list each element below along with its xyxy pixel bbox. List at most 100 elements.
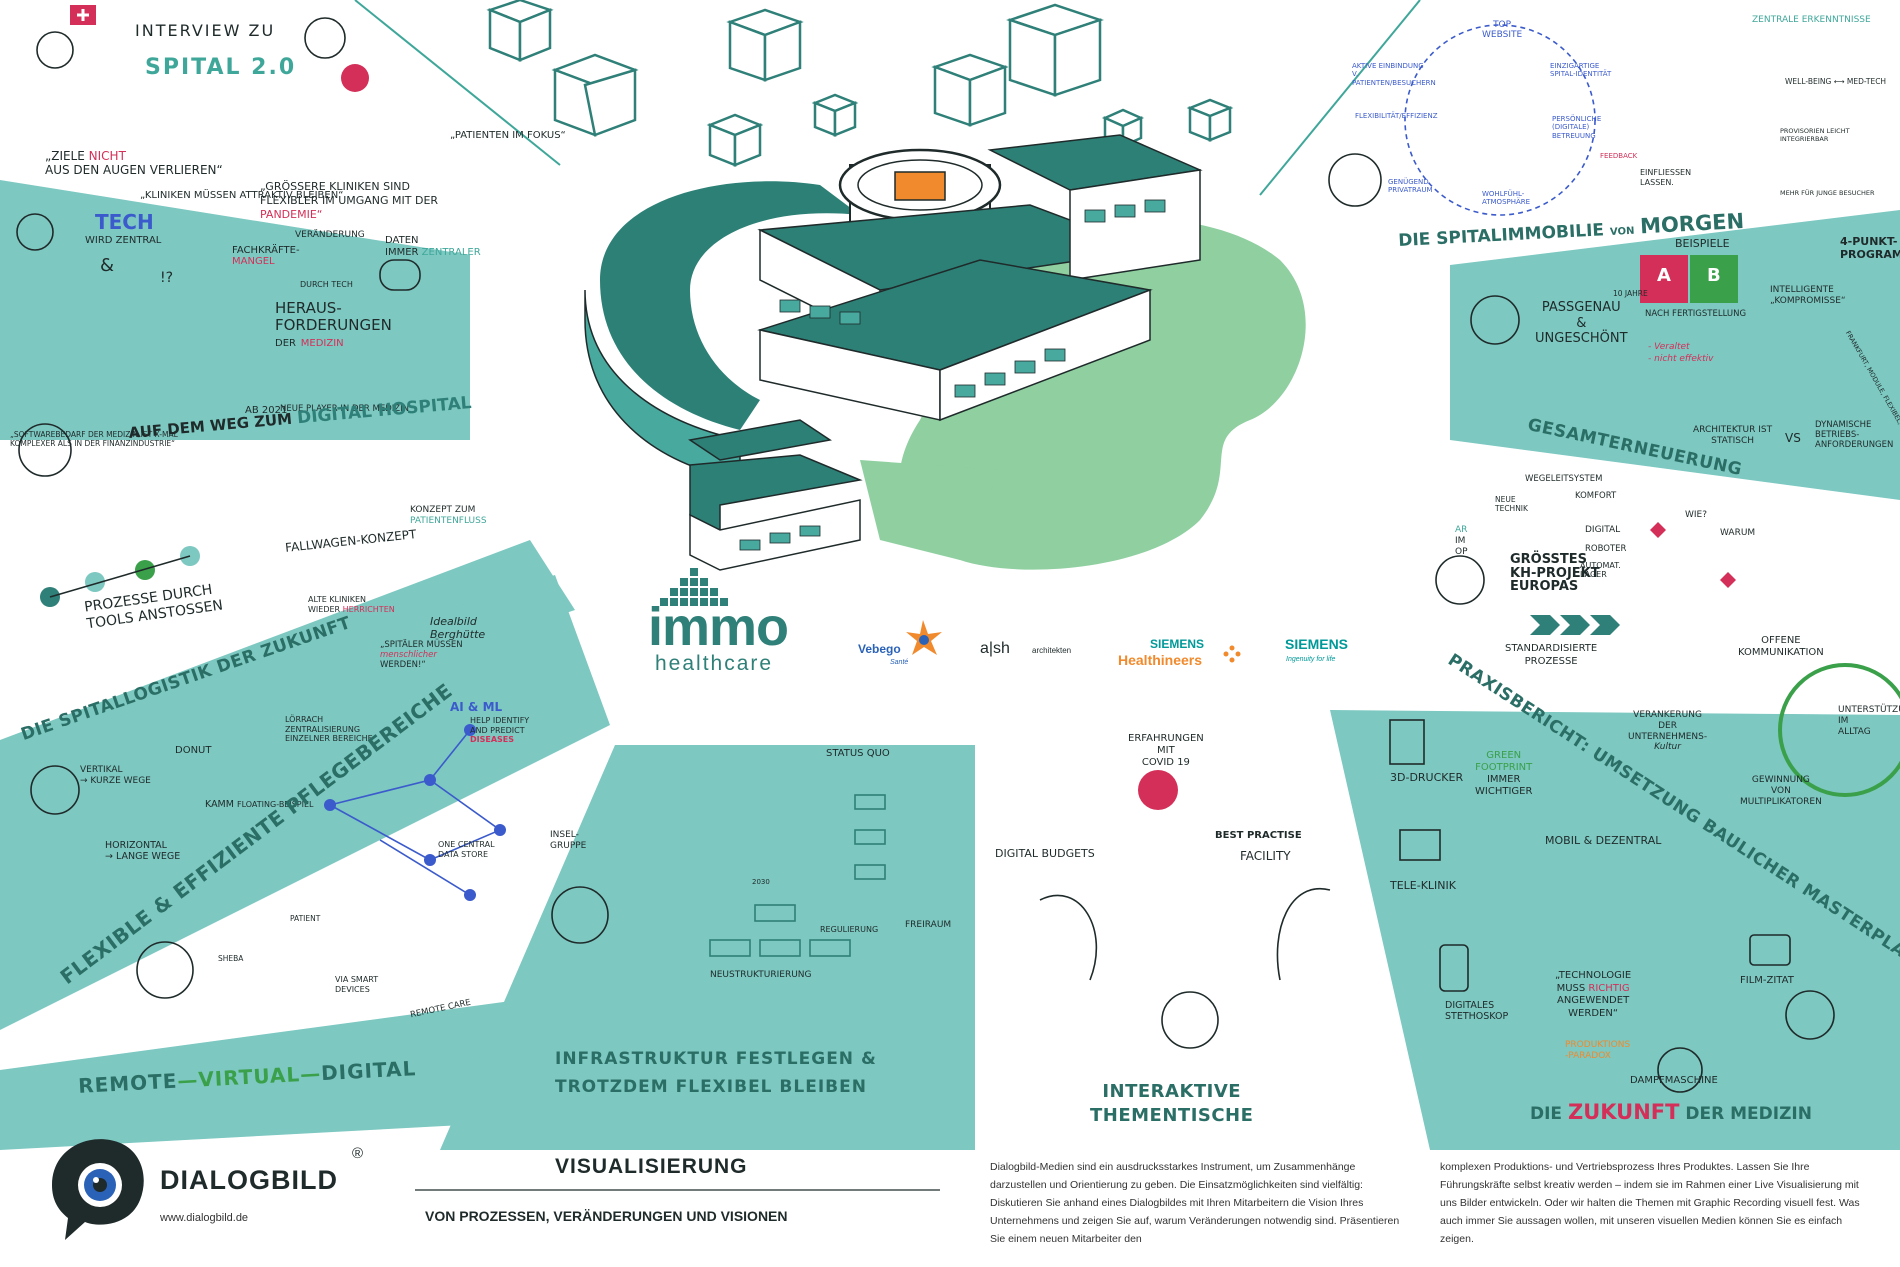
durch-tech-text: DURCH TECH: [300, 280, 353, 289]
persoenliche-betreuung: PERSÖNLICHE (DIGITALE) BETREUUNG: [1552, 115, 1602, 140]
windows: [739, 199, 1166, 551]
sketch-icons: [16, 5, 1900, 1093]
digital-budgets-text: DIGITAL BUDGETS: [995, 847, 1095, 860]
covid-virus-icon: [1138, 770, 1178, 810]
best-practise-text: BEST PRACTISE: [1215, 830, 1302, 841]
cloud-data-icon: [379, 259, 421, 291]
red-hearts-icon: [1650, 522, 1736, 588]
kliniken-quote: „KLINIKEN MÜSSEN ATTRAKTIV BLEIBEN“: [140, 190, 344, 201]
unterstuetzung-text: UNTERSTÜTZUNGIMALLTAG: [1838, 705, 1900, 737]
healthineers-logo: Healthineers: [1118, 652, 1203, 668]
light-rays: [354, 0, 1421, 196]
warum-bubble: WARUM: [1720, 528, 1756, 538]
lawn-front: [860, 460, 1000, 560]
patienten-quote: „PATIENTEN IM FOKUS“: [450, 130, 566, 141]
front-wing-roof: [688, 419, 832, 461]
vebego-sante: Santé: [890, 659, 909, 666]
panel-infrastruktur: [440, 745, 975, 1150]
speaker-infra-icon: [551, 886, 609, 944]
donut-text: DONUT: [175, 745, 212, 756]
floating-cubes: [486, 0, 1234, 167]
sheba-text: SHEBA: [218, 954, 244, 963]
ingenuity-slogan: Ingenuity for life: [1286, 656, 1336, 663]
regulierung-text: REGULIERUNG: [820, 925, 879, 934]
band-gesamterneuerung: [1450, 210, 1900, 500]
wohlfuehl-atmosphaere: WOHLFÜHL-ATMOSPHÄRE: [1482, 190, 1531, 207]
kamm-text: KAMM FLOATING-BEISPIEL: [205, 799, 314, 810]
ab-boxes: [1640, 255, 1738, 303]
tele-klinik-text: TELE-KLINIK: [1390, 879, 1456, 892]
einzigartige-identitaet: EINZIGARTIGE SPITAL-IDENTITÄT: [1550, 62, 1612, 79]
box-a-label: A: [1657, 265, 1671, 286]
neustrukturierung-text: NEUSTRUKTURIERUNG: [710, 970, 812, 980]
nach-fertigstellung: NACH FERTIGSTELLUNG: [1645, 309, 1747, 319]
dialogbild-url[interactable]: www.dialogbild.de: [160, 1212, 249, 1224]
hospital-building: [584, 134, 1306, 571]
footer-text-col2: komplexen Produktions- und Vertriebsproz…: [1440, 1161, 1860, 1245]
teal-bands: [0, 180, 1900, 1150]
siemens-healthineers-top: SIEMENS: [1150, 637, 1205, 651]
virus-icon: [341, 64, 369, 92]
ab-2021: AB 2021: [245, 405, 288, 416]
interview-title-a: INTERVIEW ZU: [135, 21, 276, 40]
dampfmaschine-text: DAMPFMASCHINE: [1630, 1075, 1718, 1086]
speaker-zukunft-icon: [1785, 990, 1835, 1040]
question-sign: !?: [160, 270, 174, 286]
immo-logo-squares: [660, 568, 728, 606]
curved-wing-roof: [600, 181, 860, 430]
interviewer-head-icon: [36, 31, 74, 69]
mobil-dezentral-text: MOBIL & DEZENTRAL: [1545, 834, 1662, 847]
aiml-text: AI & ML: [450, 700, 503, 714]
visualisierung-title: VISUALISIERUNG: [555, 1155, 748, 1178]
zehn-jahre: 10 JAHRE: [1613, 289, 1648, 298]
org-chart-icon: [709, 904, 851, 957]
immo-logo-text: immo: [648, 597, 789, 657]
band-pflegebereiche: [0, 575, 610, 1030]
film-zitat-text: FILM-ZITAT: [1740, 975, 1794, 986]
3d-printer-icon: [1389, 719, 1425, 765]
registered-mark: ®: [352, 1145, 364, 1162]
siemens-logo: SIEMENS: [1285, 636, 1349, 652]
status-quo-text: STATUS QUO: [826, 748, 890, 759]
produktions-paradox: PRODUKTIONS-PARADOX: [1565, 1040, 1631, 1061]
speaker-logistik-icon: [18, 423, 72, 477]
band-digital-hospital: [0, 180, 470, 440]
inselgruppe-text: INSEL-GRUPPE: [550, 830, 587, 851]
zukunft-medizin-title: DIE ZUKUNFT DER MEDIZIN: [1530, 1100, 1812, 1124]
mehr-junge-besucher: MEHR FÜR JUNGE BESUCHER: [1780, 189, 1875, 197]
discussion-faces: [1039, 887, 1331, 981]
spitalimmobilie-cycle: [1404, 24, 1596, 216]
horizontal-text: HORIZONTAL→ LANGE WEGE: [105, 840, 181, 863]
discussion-table-icon: [1161, 991, 1219, 1049]
intelligente-kompromisse: INTELLIGENTE„KOMPROMISSE“: [1770, 285, 1846, 307]
dialogbild-eye-logo: [52, 1139, 144, 1240]
veraltet-text: - Veraltet- nicht effektiv: [1648, 342, 1714, 364]
roboter-tag: ROBOTER: [1585, 544, 1627, 554]
speaker-masterplan-icon: [1435, 555, 1485, 605]
feedback-label: FEEDBACK: [1600, 152, 1638, 160]
year-2030: 2030: [752, 878, 770, 886]
network-nodes: [324, 724, 506, 901]
vertikal-text: VERTIKAL→ KURZE WEGE: [80, 765, 151, 786]
film-icon: [1749, 934, 1791, 966]
swiss-flag-icon: [70, 5, 96, 25]
freiraum-text: FREIRAUM: [905, 920, 952, 930]
bar-steps-icon: [854, 794, 886, 880]
